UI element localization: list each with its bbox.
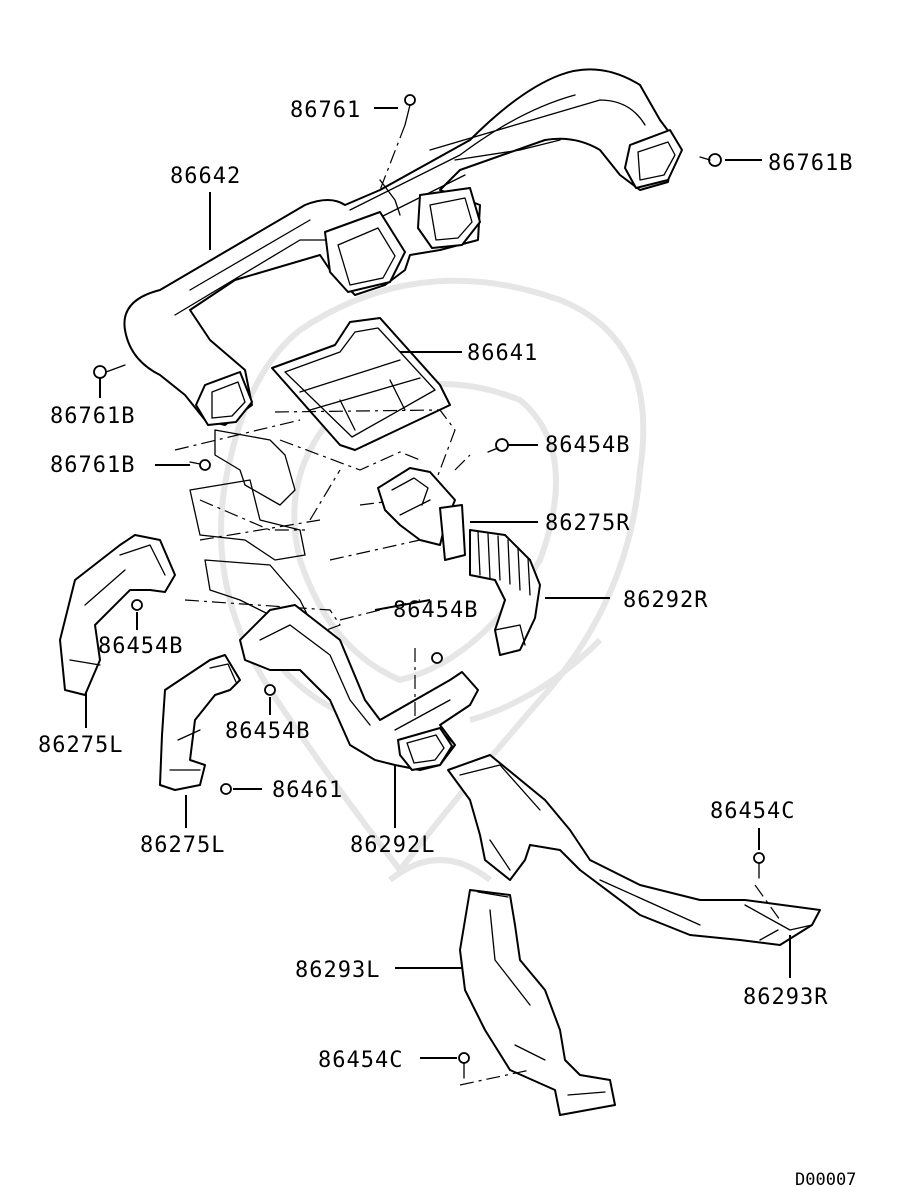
screw-icon bbox=[458, 1052, 470, 1064]
screw-icon bbox=[199, 459, 211, 471]
screw-icon bbox=[220, 783, 232, 795]
label-86454B-lower: 86454B bbox=[225, 719, 310, 744]
label-86641: 86641 bbox=[467, 341, 538, 366]
label-86275L-2: 86275L bbox=[140, 833, 225, 858]
duct-86275R bbox=[377, 467, 466, 561]
label-86292R: 86292R bbox=[623, 588, 708, 613]
label-86275L-1: 86275L bbox=[38, 733, 123, 758]
screws bbox=[93, 94, 765, 1079]
screw-icon bbox=[753, 852, 765, 864]
label-86275R: 86275R bbox=[545, 511, 630, 536]
duct-86642 bbox=[123, 68, 683, 426]
screw-icon bbox=[131, 599, 143, 611]
duct-86293R bbox=[447, 754, 821, 946]
screw-icon bbox=[431, 652, 443, 664]
screw-icon bbox=[708, 153, 722, 167]
attachment-lines bbox=[379, 124, 781, 1086]
leader-lines bbox=[85, 107, 791, 1059]
screw-icon bbox=[495, 438, 509, 452]
label-86761B-left-2: 86761B bbox=[50, 453, 135, 478]
label-86454B-center: 86454B bbox=[393, 598, 478, 623]
diagram-code: D00007 bbox=[795, 1170, 856, 1187]
label-86454C-bottom: 86454C bbox=[318, 1048, 403, 1073]
duct-86275L-b bbox=[159, 654, 241, 791]
label-86454B-left: 86454B bbox=[98, 634, 183, 659]
duct-86292R bbox=[469, 529, 541, 656]
label-86292L: 86292L bbox=[350, 833, 435, 858]
duct-86293L bbox=[459, 889, 616, 1116]
screw-icon bbox=[404, 94, 416, 106]
label-86454B-right: 86454B bbox=[545, 433, 630, 458]
label-86761-top: 86761 bbox=[290, 98, 361, 123]
part-labels: 86761 86761B 86642 86641 86761B 86761B 8… bbox=[38, 98, 853, 1073]
label-86293L: 86293L bbox=[295, 958, 380, 983]
screw-icon bbox=[264, 684, 276, 696]
label-86461: 86461 bbox=[272, 778, 343, 803]
label-86642: 86642 bbox=[170, 164, 241, 189]
duct-86275L-a bbox=[59, 534, 176, 696]
frame-86641 bbox=[271, 317, 451, 451]
label-86293R: 86293R bbox=[743, 985, 828, 1010]
screw-icon bbox=[93, 365, 107, 379]
duct-86292L bbox=[239, 604, 479, 771]
label-86761B-left-1: 86761B bbox=[50, 404, 135, 429]
label-86761B-right: 86761B bbox=[768, 151, 853, 176]
label-86454C-right: 86454C bbox=[710, 799, 795, 824]
